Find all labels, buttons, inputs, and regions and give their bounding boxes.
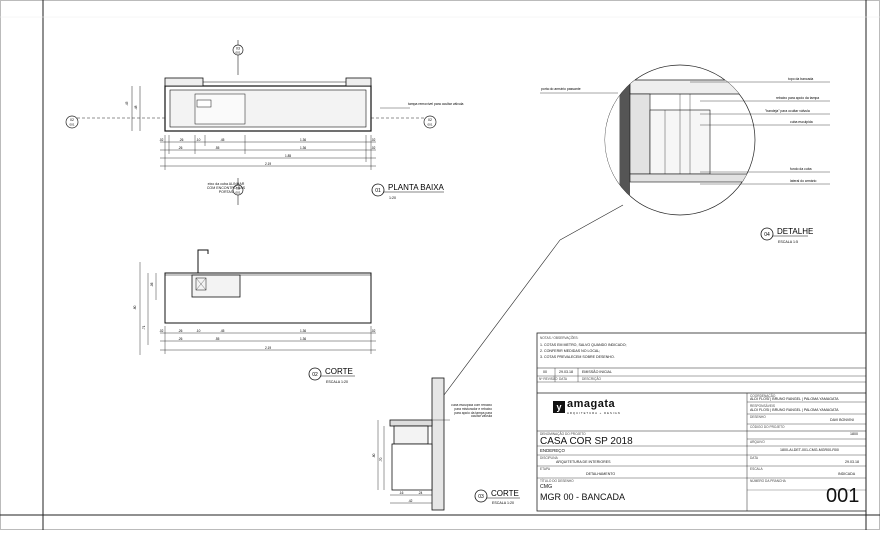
plan-note-top: tampa removível para ocultar válvula <box>408 102 464 106</box>
svg-text:.45: .45 <box>220 329 225 333</box>
svg-text:.55: .55 <box>215 337 220 341</box>
plan-note-drain: eixo da cuba ALINHAR COM ENCONTRO DAS PO… <box>206 182 246 195</box>
svg-text:.02: .02 <box>371 138 376 142</box>
detail-view: topo da bancada rebaixo para apoio da ta… <box>540 64 830 216</box>
company-logo: y amagata ARQUITETURA + DESIGN <box>553 399 621 415</box>
svg-text:01: 01 <box>375 188 381 194</box>
issue-date: 29.03.18 <box>845 460 859 464</box>
svg-text:.10: .10 <box>196 138 201 142</box>
svg-text:.26: .26 <box>178 329 183 333</box>
revision-date: 29.03.18 <box>559 370 573 374</box>
project-code: 1800 <box>850 432 858 436</box>
svg-text:.06: .06 <box>150 282 154 287</box>
drawing-title-1: CMG <box>540 484 553 490</box>
svg-text:04: 04 <box>764 232 770 238</box>
svg-text:001: 001 <box>235 191 240 195</box>
floor-plan-view: 03 001 03 001 .45 .48 02 001 02 001 tamp… <box>65 40 464 205</box>
svg-text:ESCALA 1:20: ESCALA 1:20 <box>492 501 514 505</box>
section-mark-03: 03 <box>236 47 240 51</box>
svg-text:.42: .42 <box>408 499 413 503</box>
svg-text:.02: .02 <box>159 329 164 333</box>
svg-text:001: 001 <box>235 51 240 55</box>
svg-text:02: 02 <box>312 372 318 378</box>
stage: DETALHAMENTO <box>586 472 616 476</box>
section3-note: cuba esculpida com rebaixo para misturad… <box>451 404 492 419</box>
responsibles: ALDI FLOSI | BRUNO RANGEL | PALOMA YAMAG… <box>750 408 839 412</box>
svg-text:02: 02 <box>428 118 432 122</box>
svg-text:.45: .45 <box>125 101 129 106</box>
svg-text:.71: .71 <box>142 325 146 330</box>
svg-text:.80: .80 <box>372 453 376 458</box>
svg-text:DETALHE: DETALHE <box>777 227 813 236</box>
detail-title: 04 DETALHE ESCALA 1:5 <box>760 227 813 244</box>
plan-title: 01 PLANTA BAIXA 1:20 <box>371 183 445 200</box>
svg-text:rebaixo para apoio da tampa: rebaixo para apoio da tampa <box>776 96 819 100</box>
detail-label-door: porta do armário passante <box>541 87 581 91</box>
drawn-by: DAVI BONVINI <box>830 418 854 422</box>
svg-text:1.36: 1.36 <box>300 337 306 341</box>
svg-text:.02: .02 <box>371 146 376 150</box>
section-mark-02: 02 <box>70 118 74 122</box>
svg-text:"bandeja" para ocultar válvula: "bandeja" para ocultar válvula <box>765 109 810 113</box>
svg-text:ESCALA 1:20: ESCALA 1:20 <box>326 380 348 384</box>
svg-text:2.19: 2.19 <box>265 346 271 350</box>
revision-description: EMISSÃO INICIAL <box>582 370 612 374</box>
svg-text:03: 03 <box>478 494 484 500</box>
revision-number: 00 <box>543 370 547 374</box>
note-1: 1. COTAS EM METRO, SALVO QUANDO INDICADO… <box>540 343 627 347</box>
notes-header: NOTAS / OBSERVAÇÕES: <box>540 336 579 340</box>
svg-text:.55: .55 <box>215 146 220 150</box>
svg-text:001: 001 <box>69 123 74 127</box>
discipline: ARQUITETURA DE INTERIORES <box>556 460 611 464</box>
section-view-02: .80 .71 .06 .02 .26 .10 .45 1.36 .02 .26… <box>133 249 376 355</box>
section1-title: 02 CORTE ESCALA 1:20 <box>308 367 355 384</box>
svg-text:001: 001 <box>427 123 432 127</box>
svg-text:.02: .02 <box>371 329 376 333</box>
svg-text:.10: .10 <box>196 329 201 333</box>
svg-text:.80: .80 <box>133 305 137 310</box>
file-code: 1800-AI-DET-001-CMG-MGR00-R00 <box>780 448 839 452</box>
svg-text:.02: .02 <box>159 138 164 142</box>
svg-text:1.36: 1.36 <box>300 138 306 142</box>
coordination: ALDI FLOSI | BRUNO RANGEL | PALOMA YAMAG… <box>750 397 839 401</box>
svg-text:1.36: 1.36 <box>300 329 306 333</box>
project-name: CASA COR SP 2018 <box>540 436 633 447</box>
svg-text:03: 03 <box>236 187 240 191</box>
svg-text:PLANTA BAIXA: PLANTA BAIXA <box>388 183 445 192</box>
svg-text:.45: .45 <box>220 138 225 142</box>
section2-title: 03 CORTE ESCALA 1:20 <box>474 489 520 505</box>
svg-text:lateral do armário: lateral do armário <box>790 179 816 183</box>
detail-label-top: topo da bancada <box>788 77 813 81</box>
svg-text:CORTE: CORTE <box>325 367 353 376</box>
svg-text:1.85: 1.85 <box>285 154 291 158</box>
svg-text:.70: .70 <box>379 457 383 462</box>
svg-text:ESCALA 1:5: ESCALA 1:5 <box>778 240 798 244</box>
sheet-number: 001 <box>826 485 860 507</box>
svg-text:cuba esculpida: cuba esculpida <box>790 120 813 124</box>
svg-text:.16: .16 <box>399 491 404 495</box>
svg-text:CORTE: CORTE <box>491 489 519 498</box>
svg-text:.26: .26 <box>178 146 183 150</box>
svg-text:2.19: 2.19 <box>265 162 271 166</box>
section-view-03: .80 .70 .16 .24 .42 cuba esculpida com r… <box>372 377 492 511</box>
svg-text:fundo da cuba: fundo da cuba <box>790 167 812 171</box>
svg-text:.24: .24 <box>418 491 423 495</box>
svg-text:.26: .26 <box>178 337 183 341</box>
note-3: 3. COTAS PREVALECEM SOBRE DESENHO. <box>540 355 615 359</box>
logo-mark-icon: y <box>553 401 565 413</box>
svg-text:.48: .48 <box>134 105 138 110</box>
title-block <box>536 332 867 512</box>
note-2: 2. CONFERIR MEDIDAS NO LOCAL; <box>540 349 601 353</box>
scale-value: INDICADA <box>838 472 856 476</box>
svg-text:1.36: 1.36 <box>300 146 306 150</box>
svg-text:.26: .26 <box>179 138 184 142</box>
drawing-title-2: MGR 00 - BANCADA <box>540 492 626 502</box>
svg-text:1:20: 1:20 <box>389 196 396 200</box>
